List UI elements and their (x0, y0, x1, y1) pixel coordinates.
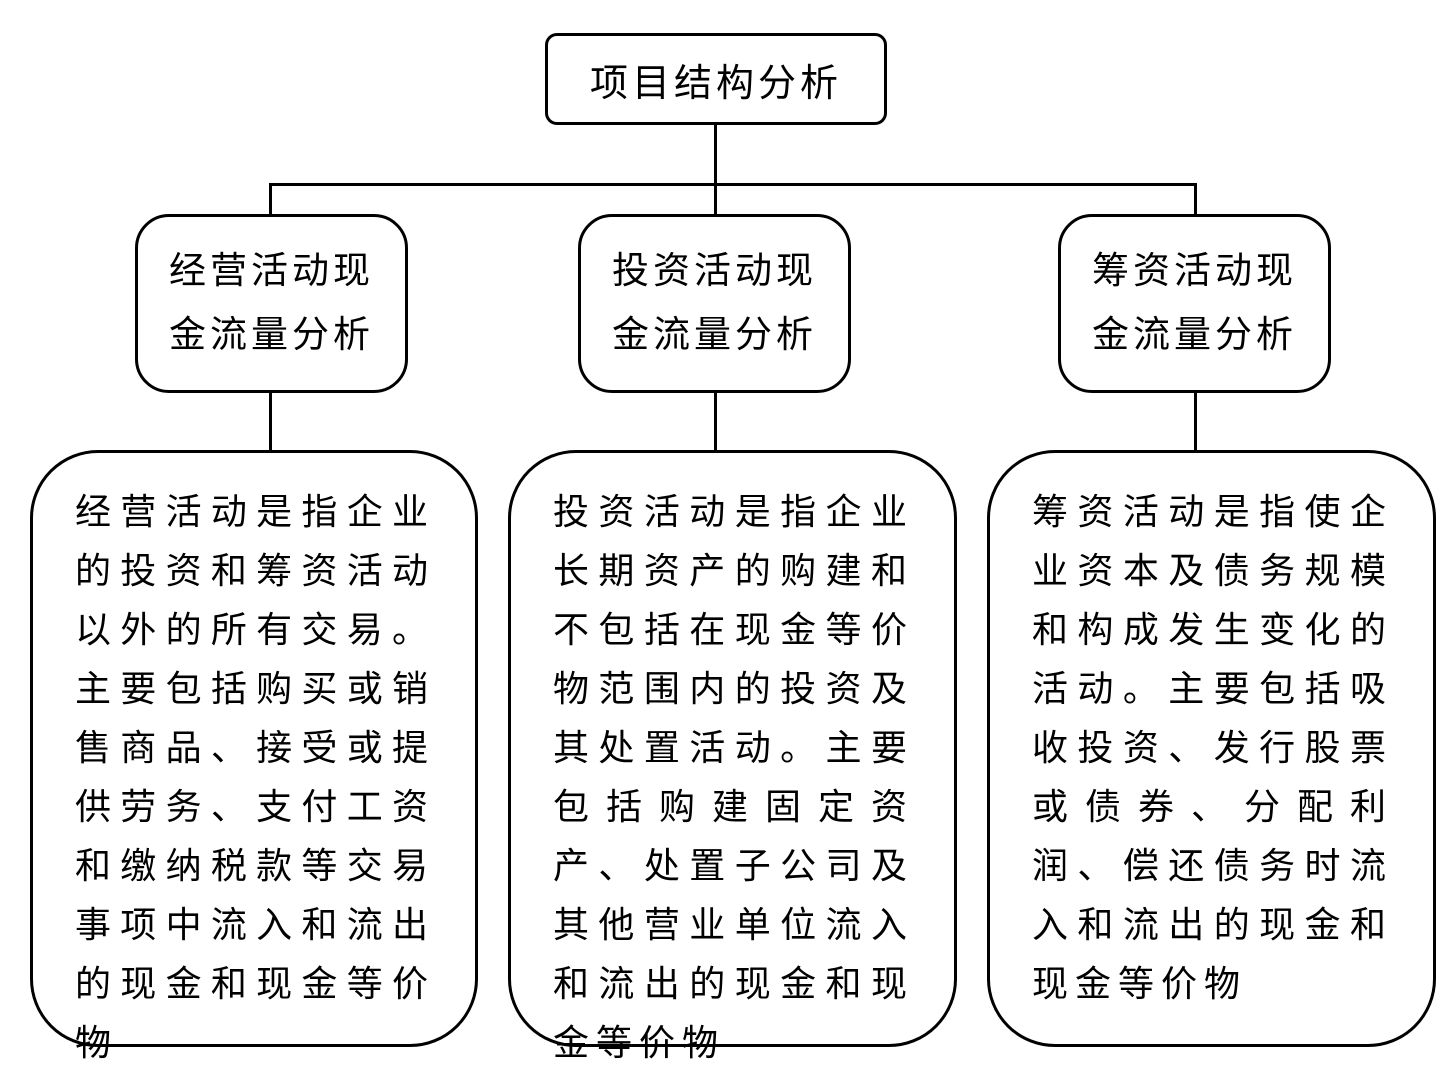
desc-investing-activities: 投资活动是指企业长期资产的购建和不包括在现金等价物范围内的投资及其处置活动。主要… (508, 450, 957, 1063)
node-operating-cashflow-analysis: 经营活动现 金流量分析 (135, 214, 408, 393)
connector-stem-operating-description (269, 392, 272, 452)
node-financing-label: 筹资活动现 金流量分析 (1092, 250, 1297, 356)
node-operating-label: 经营活动现 金流量分析 (169, 250, 374, 356)
root-node-label: 项目结构分析 (589, 62, 842, 105)
desc-operating-activities: 经营活动是指企业的投资和筹资活动以外的所有交易。主要包括购买或销售商品、接受或提… (30, 450, 478, 1063)
root-node-project-structure-analysis: 项目结构分析 (545, 33, 887, 125)
node-financing-cashflow-analysis: 筹资活动现 金流量分析 (1058, 214, 1331, 393)
desc-financing-text: 筹资活动是指使企业资本及债务规模和构成发生变化的活动。主要包括吸收投资、发行股票… (1032, 492, 1393, 1004)
connector-drop-financing (1194, 183, 1197, 216)
connector-horizontal-bar (269, 183, 1197, 186)
connector-root-stem (714, 125, 717, 185)
node-investing-cashflow-analysis: 投资活动现 金流量分析 (578, 214, 851, 393)
desc-investing-text: 投资活动是指企业长期资产的购建和不包括在现金等价物范围内的投资及其处置活动。主要… (553, 492, 914, 1063)
connector-drop-operating (269, 183, 272, 216)
node-investing-label: 投资活动现 金流量分析 (612, 250, 817, 356)
desc-financing-activities: 筹资活动是指使企业资本及债务规模和构成发生变化的活动。主要包括吸收投资、发行股票… (987, 450, 1436, 1047)
connector-stem-investing-description (714, 392, 717, 452)
connector-drop-investing (714, 183, 717, 216)
connector-stem-financing-description (1194, 392, 1197, 452)
desc-operating-text: 经营活动是指企业的投资和筹资活动以外的所有交易。主要包括购买或销售商品、接受或提… (75, 492, 435, 1063)
